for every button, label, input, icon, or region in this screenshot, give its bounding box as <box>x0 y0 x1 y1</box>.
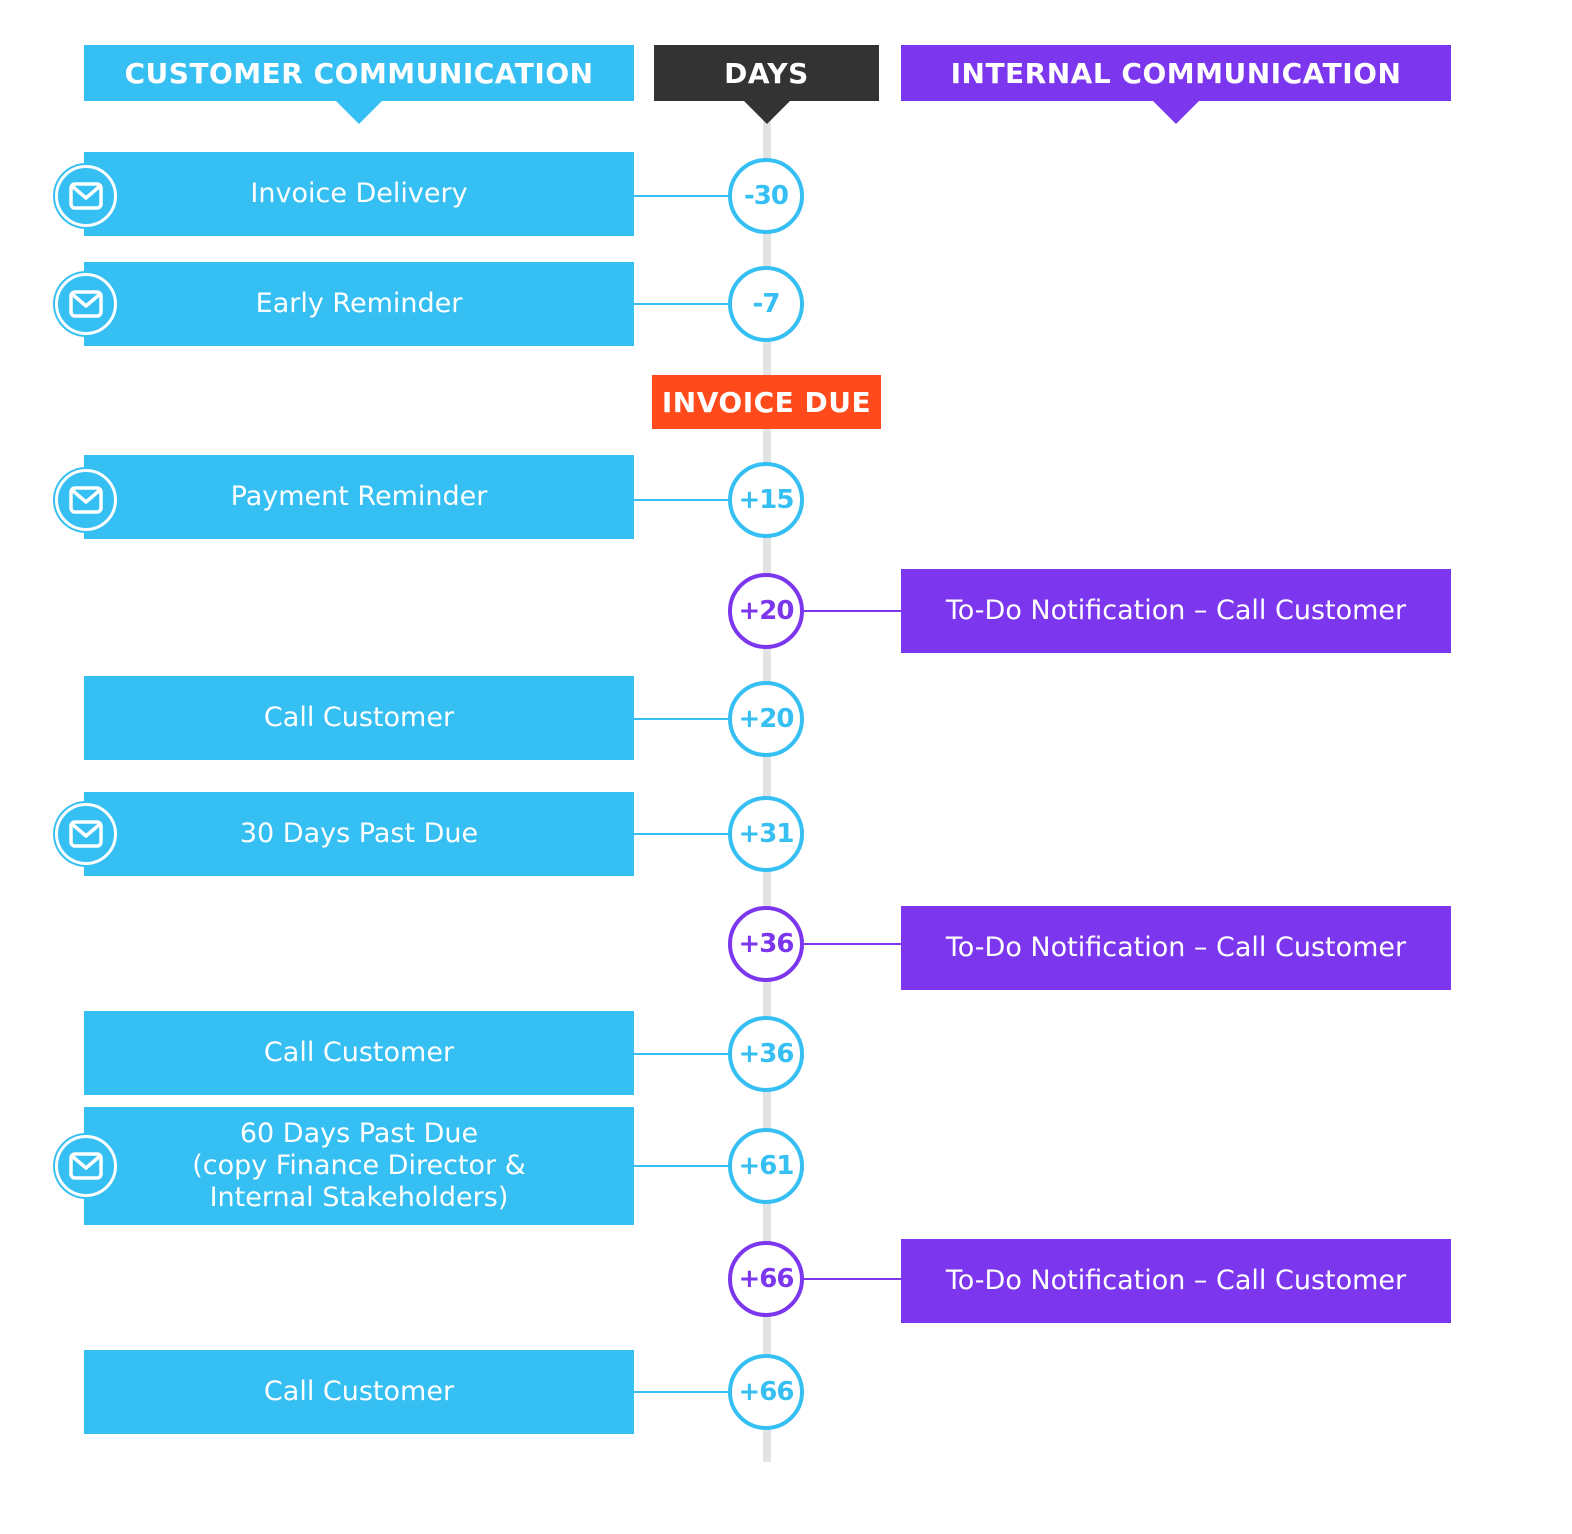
step-label: To-Do Notification – Call Customer <box>945 595 1407 626</box>
mail-icon <box>55 273 117 335</box>
mail-icon <box>55 803 117 865</box>
customer-step-box: Call Customer <box>84 676 634 760</box>
customer-step-box: Early Reminder <box>84 262 634 346</box>
day-marker: +36 <box>728 906 804 982</box>
internal-step-box: To-Do Notification – Call Customer <box>901 906 1451 990</box>
day-marker: -7 <box>728 266 804 342</box>
step-label: Call Customer <box>263 1037 455 1068</box>
day-marker: +20 <box>728 681 804 757</box>
step-label: Invoice Delivery <box>250 178 468 209</box>
connector-line <box>634 1053 730 1055</box>
connector-line <box>634 499 730 501</box>
customer-step-box: Call Customer <box>84 1350 634 1434</box>
timeline-line <box>763 120 771 1462</box>
connector-line <box>804 943 901 945</box>
mail-icon <box>55 469 117 531</box>
day-marker: +20 <box>728 573 804 649</box>
customer-communication-header: CUSTOMER COMMUNICATION <box>84 45 634 101</box>
step-label: 30 Days Past Due <box>239 818 479 849</box>
day-marker: +36 <box>728 1016 804 1092</box>
customer-step-box: 60 Days Past Due (copy Finance Director … <box>84 1107 634 1225</box>
step-label: To-Do Notification – Call Customer <box>945 1265 1407 1296</box>
step-label: Early Reminder <box>255 288 463 319</box>
day-marker: +31 <box>728 796 804 872</box>
connector-line <box>634 1165 730 1167</box>
connector-line <box>634 1391 730 1393</box>
invoice-due-marker: INVOICE DUE <box>652 375 881 429</box>
day-marker: +15 <box>728 462 804 538</box>
connector-line <box>804 610 901 612</box>
day-marker: +61 <box>728 1128 804 1204</box>
connector-line <box>634 195 730 197</box>
customer-step-box: 30 Days Past Due <box>84 792 634 876</box>
step-label: Call Customer <box>263 702 455 733</box>
mail-icon <box>55 1135 117 1197</box>
customer-step-box: Payment Reminder <box>84 455 634 539</box>
connector-line <box>634 303 730 305</box>
step-label: Call Customer <box>263 1376 455 1407</box>
day-marker: +66 <box>728 1354 804 1430</box>
connector-line <box>634 718 730 720</box>
customer-step-box: Call Customer <box>84 1011 634 1095</box>
step-label: To-Do Notification – Call Customer <box>945 932 1407 963</box>
internal-communication-header: INTERNAL COMMUNICATION <box>901 45 1451 101</box>
day-marker: +66 <box>728 1241 804 1317</box>
customer-step-box: Invoice Delivery <box>84 152 634 236</box>
step-label: Payment Reminder <box>230 481 488 512</box>
connector-line <box>804 1278 901 1280</box>
step-label: 60 Days Past Due (copy Finance Director … <box>192 1118 526 1213</box>
mail-icon <box>55 165 117 227</box>
internal-step-box: To-Do Notification – Call Customer <box>901 569 1451 653</box>
days-header: DAYS <box>654 45 879 101</box>
day-marker: -30 <box>728 158 804 234</box>
internal-step-box: To-Do Notification – Call Customer <box>901 1239 1451 1323</box>
connector-line <box>634 833 730 835</box>
